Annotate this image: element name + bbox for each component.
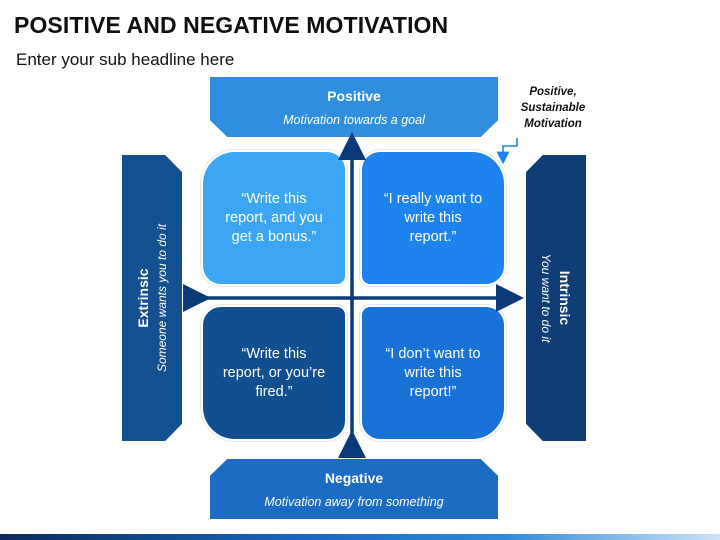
quadrant-text: “I really want to write this report.” (383, 190, 483, 245)
quadrant-text: “Write this report, or you’re fired.” (222, 345, 326, 400)
intrinsic-band: Intrinsic You want to do it (526, 155, 586, 441)
quadrant-text: “I don’t want to write this report!” (385, 345, 481, 400)
extrinsic-band: Extrinsic Someone wants you to do it (122, 155, 182, 441)
extrinsic-label: Extrinsic (135, 268, 151, 328)
intrinsic-description: You want to do it (539, 253, 553, 343)
negative-band: Negative Motivation away from something (210, 459, 498, 519)
page-subtitle: Enter your sub headline here (16, 50, 235, 69)
positive-label: Positive (327, 88, 381, 104)
positive-band: Positive Motivation towards a goal (210, 77, 498, 137)
quadrant-negative-extrinsic: “Write this report, or you’re fired.” (201, 305, 347, 441)
positive-description: Motivation towards a goal (283, 113, 425, 127)
quadrant-text: “Write this report, and you get a bonus.… (225, 190, 323, 245)
page-title: POSITIVE AND NEGATIVE MOTIVATION (14, 12, 449, 38)
extrinsic-description: Someone wants you to do it (155, 223, 169, 373)
intrinsic-label: Intrinsic (557, 270, 573, 326)
quadrant-negative-intrinsic: “I don’t want to write this report!” (360, 305, 506, 441)
quadrant-positive-extrinsic: “Write this report, and you get a bonus.… (201, 150, 347, 286)
negative-description: Motivation away from something (264, 495, 444, 509)
footer-bar (0, 534, 720, 540)
negative-label: Negative (324, 470, 384, 486)
callout-arrow (496, 138, 518, 165)
quadrant-positive-intrinsic: “I really want to write this report.” (360, 150, 506, 286)
callout-label: Positive, Sustainable Motivation (520, 86, 586, 130)
